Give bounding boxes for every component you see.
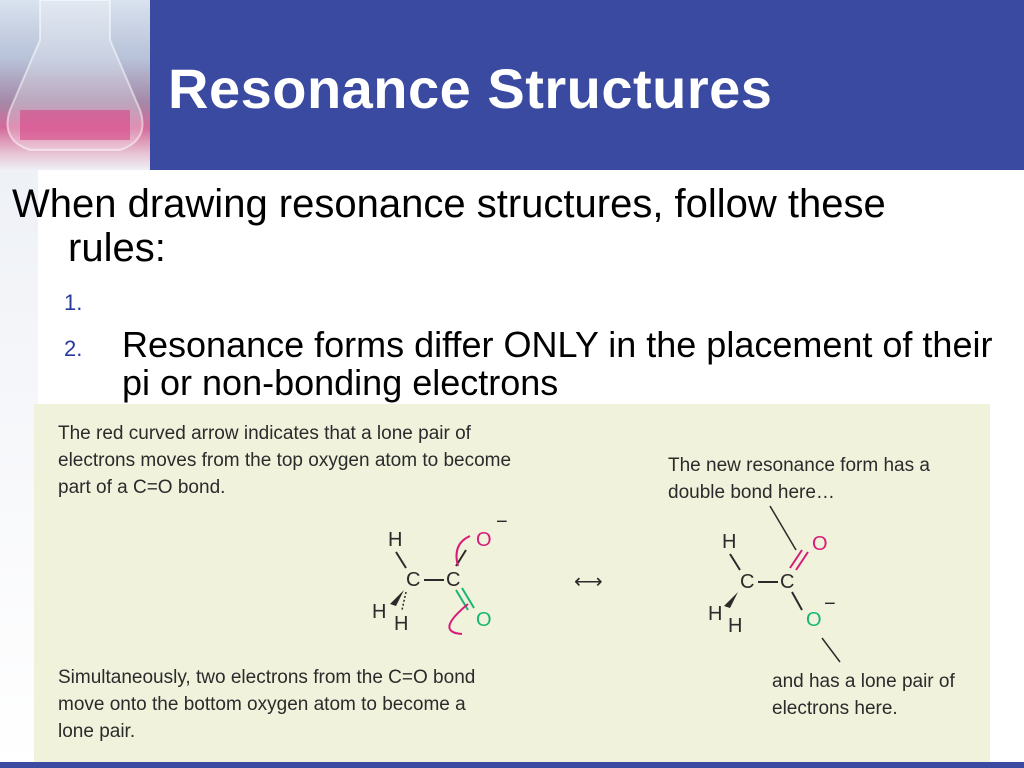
right-c2: C [780, 571, 794, 593]
left-h-top: H [388, 529, 402, 551]
left-o-top: O [476, 529, 492, 551]
left-c2: C [446, 569, 460, 591]
right-charge: − [824, 593, 836, 615]
right-h-top: H [722, 531, 736, 553]
structures-drawing: H C C H H O − O ⟷ H C C [372, 505, 841, 663]
rule-1-number: 1. [64, 290, 83, 315]
resonance-arrow: ⟷ [574, 571, 603, 593]
left-o-bottom: O [476, 609, 492, 631]
flask-icon [6, 0, 144, 151]
caption-top-right: The new resonance form has a double bond… [668, 455, 930, 503]
resonance-figure: The red curved arrow indicates that a lo… [34, 404, 990, 768]
intro-line-2: rules: [68, 226, 166, 270]
right-c1: C [740, 571, 754, 593]
page-title: Resonance Structures [168, 57, 773, 120]
left-charge: − [496, 511, 508, 533]
intro-line-1: When drawing resonance structures, follo… [12, 182, 886, 226]
title-bar: Resonance Structures [0, 0, 1024, 170]
flask-image [0, 0, 150, 170]
left-h-bottom: H [394, 613, 408, 635]
caption-top-left: The red curved arrow indicates that a lo… [58, 423, 512, 498]
left-h-left: H [372, 601, 386, 623]
right-h-bottom: H [728, 615, 742, 637]
intro-paragraph: When drawing resonance structures, follo… [12, 182, 1012, 270]
bottom-bar [0, 762, 1024, 768]
right-o-bottom: O [806, 609, 822, 631]
caption-bottom-left: Simultaneously, two electrons from the C… [58, 667, 476, 742]
rule-2-number: 2. [64, 336, 83, 361]
left-structure: H C C H H O − O [372, 511, 508, 635]
right-o-top: O [812, 533, 828, 555]
right-h-left: H [708, 603, 722, 625]
caption-bottom-right: and has a lone pair of electrons here. [772, 671, 955, 719]
left-decoration [0, 170, 38, 768]
left-c1: C [406, 569, 420, 591]
rule-2-text: Resonance forms differ ONLY in the place… [122, 324, 993, 403]
right-structure: H C C H H O O − [708, 505, 841, 663]
